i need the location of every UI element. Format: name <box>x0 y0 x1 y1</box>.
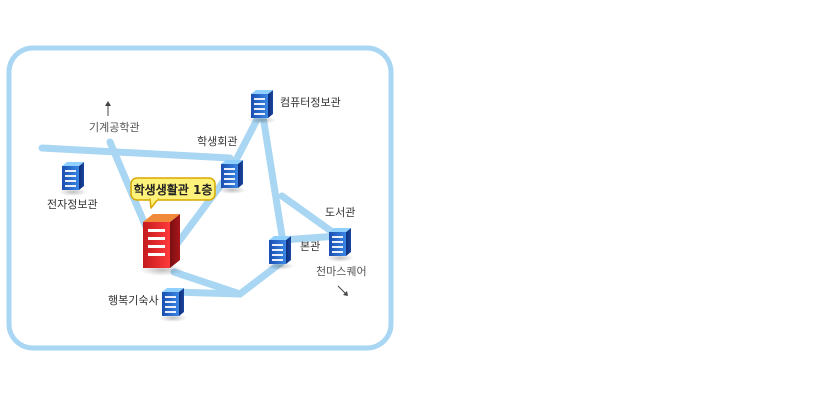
blue-building-icon <box>326 228 354 262</box>
current-location-label: 학생생활관 1층 <box>134 182 213 197</box>
blue-building-icon <box>218 160 246 194</box>
direction-label: 기계공학관 <box>89 121 140 134</box>
building-dormitory[interactable]: 행복기숙사 <box>108 288 187 322</box>
building-label: 행복기숙사 <box>108 294 159 307</box>
building-library[interactable]: 도서관 <box>325 206 355 262</box>
building-student-hall[interactable]: 학생회관 <box>197 135 246 194</box>
arrow-up-icon <box>105 101 111 116</box>
building-label: 도서관 <box>325 206 355 219</box>
blue-building-icon <box>248 90 276 124</box>
road-network <box>38 106 342 298</box>
building-main[interactable]: 본관 <box>266 236 320 270</box>
blue-building-icon <box>59 162 87 196</box>
direction-square[interactable]: 천마스퀘어 <box>316 264 367 296</box>
building-label: 전자정보관 <box>47 198 98 211</box>
red-building-icon <box>140 214 184 276</box>
direction-mechanical[interactable]: 기계공학관 <box>89 101 140 134</box>
blue-building-icon <box>266 236 294 270</box>
direction-label: 천마스퀘어 <box>316 264 367 278</box>
building-label: 학생회관 <box>197 135 237 148</box>
current-location-callout: 학생생활관 1층 <box>130 177 216 209</box>
arrow-down-right-icon <box>337 285 348 296</box>
building-label: 컴퓨터정보관 <box>280 96 341 109</box>
building-label: 본관 <box>300 240 320 253</box>
building-electronics[interactable]: 전자정보관 <box>47 162 98 211</box>
blue-building-icon <box>159 288 187 322</box>
current-location-marker[interactable]: 학생생활관 1층 <box>130 177 216 276</box>
building-computer[interactable]: 컴퓨터정보관 <box>248 90 341 124</box>
